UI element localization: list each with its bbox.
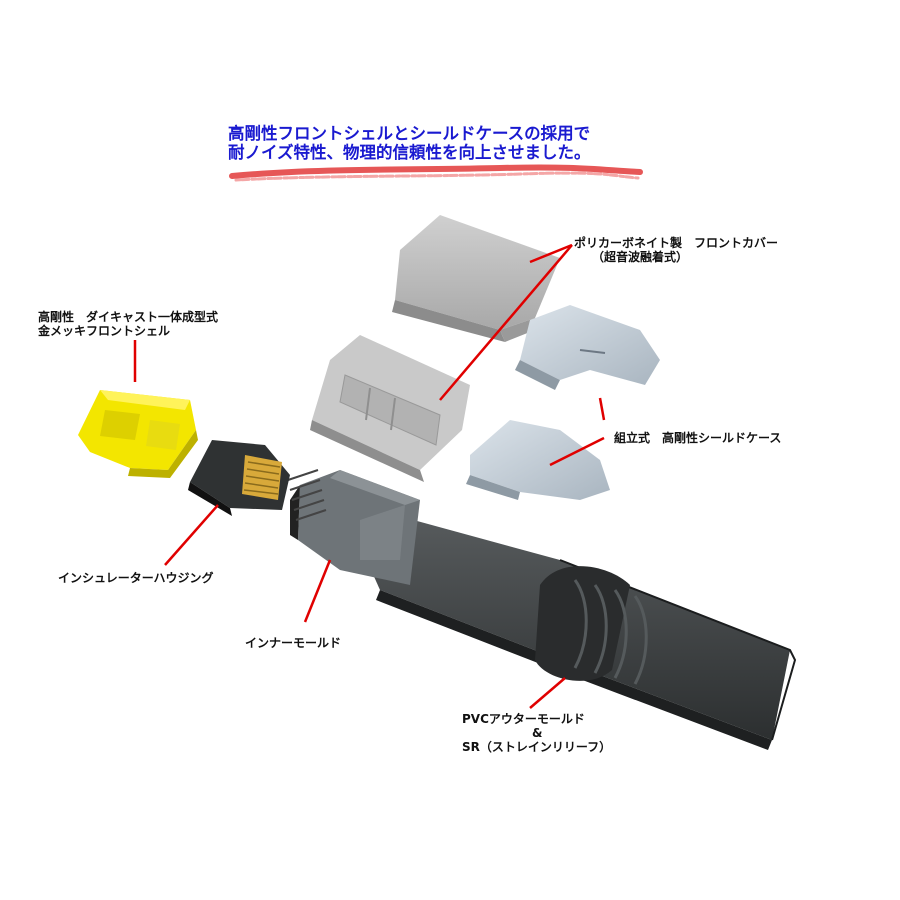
label-front-shell: 高剛性 ダイキャスト一体成型式 金メッキフロントシェル [38, 310, 218, 338]
label-outer-mold: PVCアウターモールド & SR（ストレインリリーフ） [462, 712, 611, 754]
insulator-housing [188, 440, 290, 516]
label-front-cover-line-1: ポリカーボネイト製 フロントカバー [574, 236, 779, 250]
leader-lines [133, 243, 606, 709]
label-front-shell-line-2: 金メッキフロントシェル [38, 324, 171, 338]
shield-case-upper [515, 305, 660, 390]
label-insulator-housing: インシュレーターハウジング [58, 571, 214, 585]
label-shield-case: 組立式 高剛性シールドケース [614, 431, 781, 445]
gold-plated-front-shell [78, 390, 198, 478]
label-front-cover-line-2: （超音波融着式） [592, 250, 689, 264]
label-front-shell-line-1: 高剛性 ダイキャスト一体成型式 [38, 310, 219, 324]
headline-line-2: 耐ノイズ特性、物理的信頼性を向上させました。 [228, 143, 591, 162]
shield-case-lower [466, 420, 610, 500]
label-outer-mold-line-2: & [532, 726, 543, 740]
label-shield-case-text: 組立式 高剛性シールドケース [614, 431, 782, 445]
headline-underline [229, 164, 643, 182]
leader-inner-mold [303, 559, 332, 623]
headline: 高剛性フロントシェルとシールドケースの採用で 耐ノイズ特性、物理的信頼性を向上さ… [228, 124, 591, 162]
label-insulator-housing-text: インシュレーターハウジング [58, 571, 214, 585]
leader-shield-lower [549, 436, 605, 467]
inner-mold [287, 469, 420, 585]
pvc-outer-mold [340, 500, 797, 750]
label-inner-mold: インナーモールド [245, 636, 341, 650]
leader-insulator-housing [164, 504, 219, 566]
leader-front-cover-top [529, 243, 573, 264]
leader-outer-mold [529, 677, 566, 709]
leader-front-cover-bottom [439, 244, 573, 401]
label-front-cover: ポリカーボネイト製 フロントカバー （超音波融着式） [574, 236, 778, 264]
label-outer-mold-line-1: PVCアウターモールド [462, 712, 585, 726]
front-cover-bottom [310, 335, 470, 482]
headline-line-1: 高剛性フロントシェルとシールドケースの採用で [228, 124, 591, 143]
front-cover-top [392, 215, 560, 342]
label-inner-mold-text: インナーモールド [245, 636, 342, 650]
leader-shield-upper [598, 397, 606, 421]
label-outer-mold-line-3: SR（ストレインリリーフ） [462, 740, 612, 754]
